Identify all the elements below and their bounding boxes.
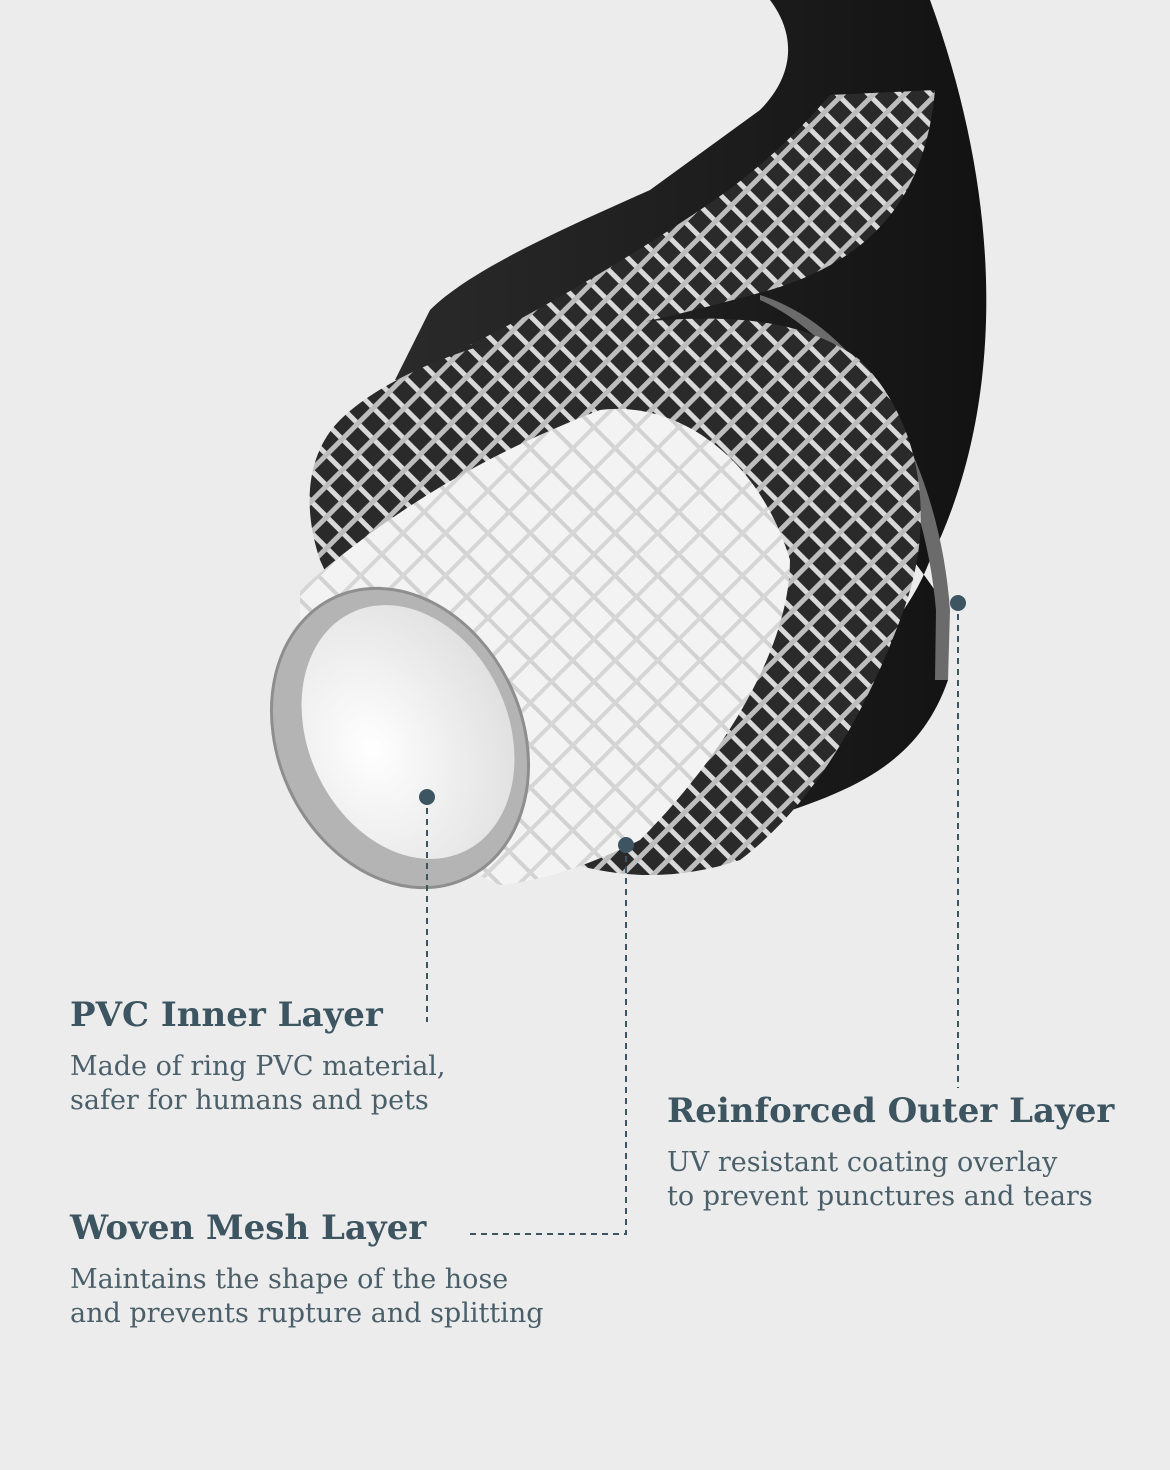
pvc-inner-layer-title: PVC Inner Layer — [70, 995, 383, 1035]
mesh-desc-line-1: Maintains the shape of the hose — [70, 1264, 509, 1295]
reinforced-outer-layer-title: Reinforced Outer Layer — [667, 1091, 1115, 1131]
reinforced-outer-layer-description: UV resistant coating overlay to prevent … — [667, 1146, 1114, 1214]
woven-mesh-layer-title: Woven Mesh Layer — [70, 1208, 427, 1248]
outer-desc-line-1: UV resistant coating overlay — [667, 1147, 1058, 1178]
woven-mesh-layer-label: Woven Mesh Layer Maintains the shape of … — [70, 1207, 544, 1331]
pvc-inner-layer-description: Made of ring PVC material, safer for hum… — [70, 1050, 446, 1118]
mesh-desc-line-2: and prevents rupture and splitting — [70, 1298, 544, 1329]
reinforced-outer-layer-label: Reinforced Outer Layer UV resistant coat… — [667, 1090, 1114, 1214]
pvc-desc-line-1: Made of ring PVC material, — [70, 1051, 446, 1082]
outer-desc-line-2: to prevent punctures and tears — [667, 1181, 1093, 1212]
upper-mesh-sheet — [470, 90, 935, 345]
pvc-tube-opening — [301, 605, 515, 859]
pvc-inner-layer-label: PVC Inner Layer Made of ring PVC materia… — [70, 994, 446, 1118]
woven-mesh-layer-description: Maintains the shape of the hose and prev… — [70, 1263, 544, 1331]
mesh-callout-dot — [618, 837, 634, 853]
mesh-callout-line — [468, 845, 627, 1235]
pvc-callout-dot — [419, 789, 435, 805]
pvc-desc-line-2: safer for humans and pets — [70, 1085, 429, 1116]
outer-callout-dot — [950, 595, 966, 611]
